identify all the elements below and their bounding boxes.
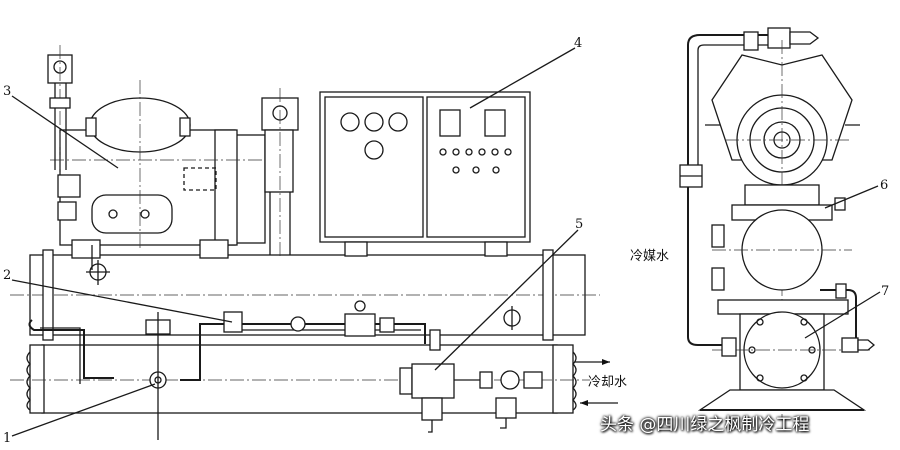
refrigerant-water-label: 冷媒水 <box>630 249 669 264</box>
compressor <box>50 80 285 270</box>
watermark: 头条 @四川绿之枫制冷工程 <box>600 415 810 435</box>
cooling-water-arrows <box>575 359 618 406</box>
evaporator-shell <box>10 344 590 414</box>
callout-2: 2 <box>3 268 11 283</box>
callout-3: 3 <box>3 84 11 99</box>
callout-7: 7 <box>881 284 889 299</box>
suction-pipe <box>47 45 73 175</box>
condenser-shell <box>10 249 600 341</box>
discharge-valve <box>261 88 299 258</box>
callout-4: 4 <box>574 36 582 51</box>
callout-1: 1 <box>3 431 11 446</box>
expansion-valve-assembly <box>399 363 543 433</box>
cooling-water-label: 冷却水 <box>588 375 627 390</box>
refrigerant-piping <box>28 300 441 440</box>
control-cabinet <box>319 91 531 257</box>
callout-5: 5 <box>575 217 583 232</box>
callout-6: 6 <box>880 178 888 193</box>
right-side-view <box>679 27 881 420</box>
leader-lines <box>11 47 579 437</box>
